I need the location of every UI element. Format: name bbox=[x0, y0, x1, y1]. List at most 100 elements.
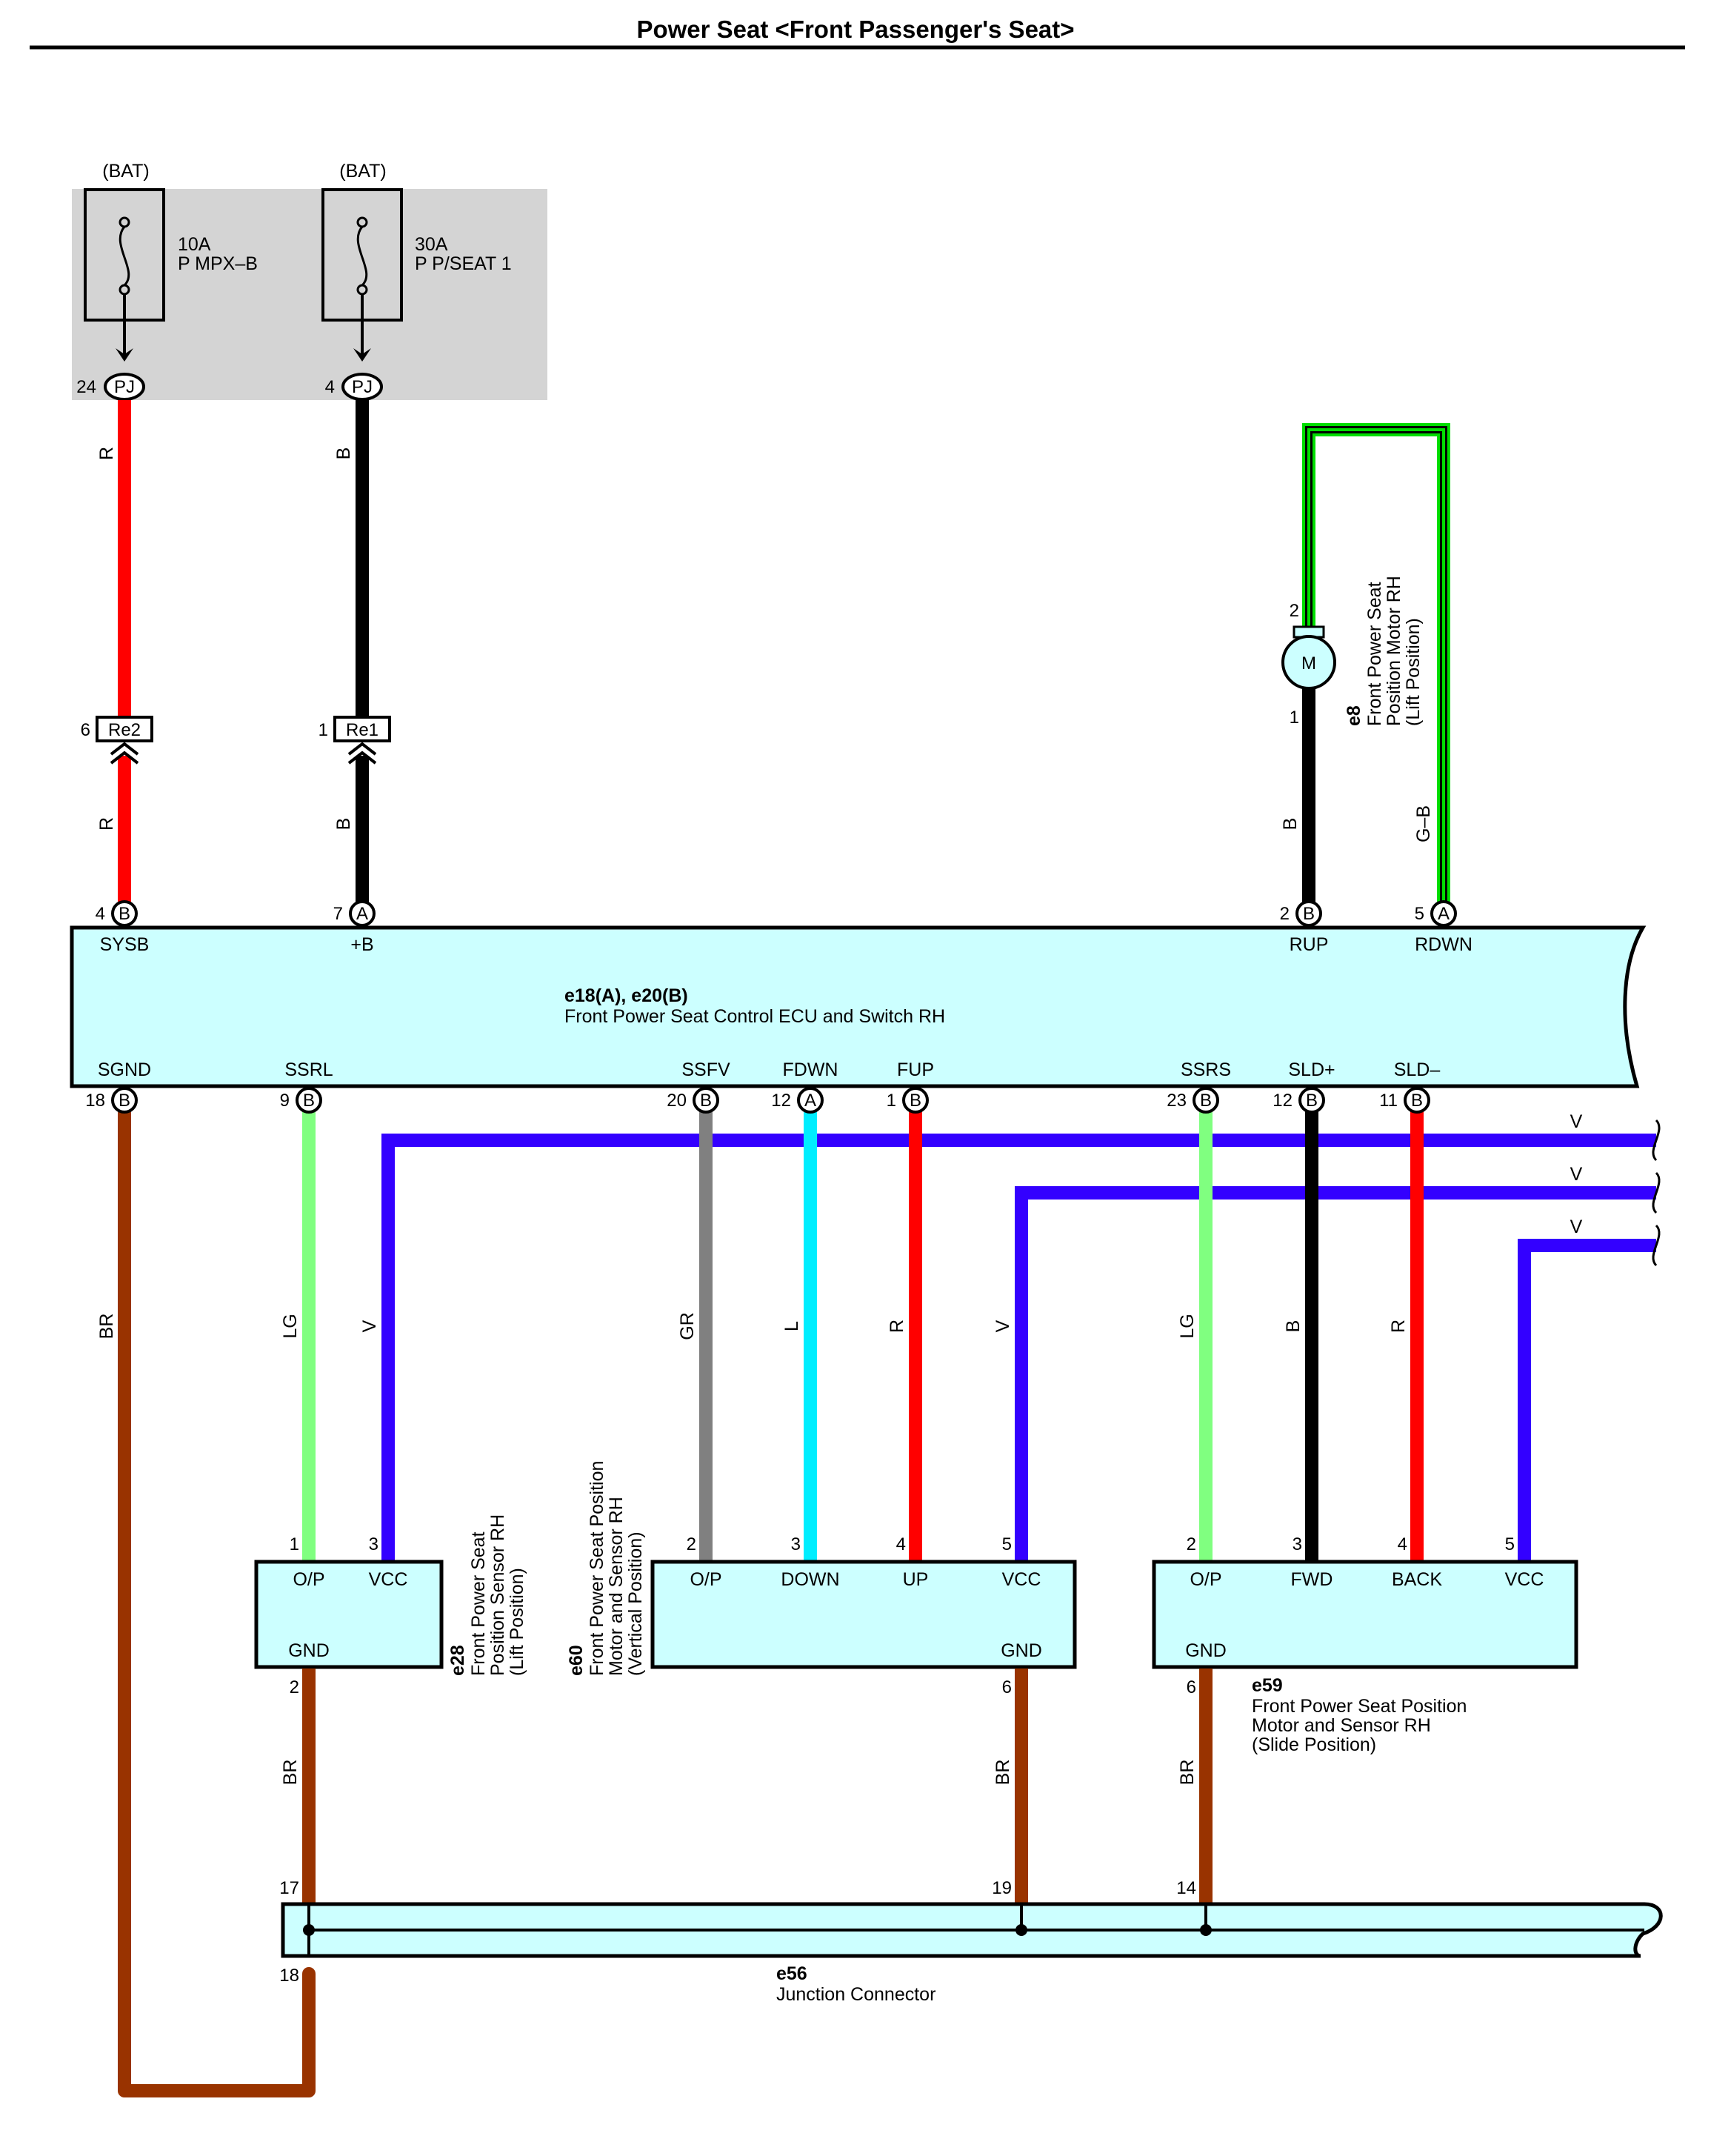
svg-text:B: B bbox=[303, 1091, 315, 1111]
e60-label-up: UP bbox=[903, 1569, 929, 1590]
svg-text:18: 18 bbox=[279, 1966, 299, 1986]
ecu-pin-plus-b: A 7 +B bbox=[333, 900, 376, 955]
svg-text:1: 1 bbox=[290, 1534, 299, 1554]
wire-label-l: L bbox=[781, 1321, 802, 1331]
e59-label-vcc: VCC bbox=[1505, 1569, 1544, 1590]
wire-label-v-e60: V bbox=[993, 1320, 1013, 1332]
wire-label-b-sld: B bbox=[1283, 1320, 1304, 1333]
sensor-e28: 1 3 O/P VCC GND 2 e28 Front Power Seat P… bbox=[254, 1514, 527, 1697]
svg-text:Front Power Seat: Front Power Seat bbox=[468, 1531, 489, 1676]
fuse-box-area bbox=[72, 189, 547, 400]
wire-label-b-2: B bbox=[333, 818, 354, 831]
ecu-pin-rup: B 2 RUP bbox=[1280, 900, 1329, 955]
svg-text:2: 2 bbox=[1187, 1534, 1196, 1554]
wire-label-b-rup: B bbox=[1280, 818, 1301, 831]
motor-sensor-e59: 2 3 4 5 O/P FWD BACK VCC GND 6 e59 Front… bbox=[1152, 1534, 1578, 1755]
svg-text:7: 7 bbox=[333, 904, 343, 924]
wire-v-bus-2 bbox=[1015, 1186, 1656, 1560]
motor-e8-id: e8 bbox=[1344, 705, 1364, 726]
wire-label-lg-ssrs: LG bbox=[1177, 1314, 1198, 1338]
ecu-pin-sgnd: B 18 bbox=[85, 1087, 138, 1114]
ecu-label-plus-b: +B bbox=[350, 934, 373, 955]
motor-sensor-e60: 2 3 4 5 O/P DOWN UP VCC GND 6 e60 Front … bbox=[566, 1461, 1077, 1697]
ecu-body bbox=[70, 925, 1647, 1088]
svg-text:B: B bbox=[1306, 1091, 1318, 1111]
fuse-2-source: (BAT) bbox=[339, 161, 386, 182]
ecu-pin-sld-minus: B 11 bbox=[1379, 1087, 1430, 1114]
e60-label-gnd: GND bbox=[1001, 1640, 1042, 1661]
wire-label-r-1: R bbox=[96, 447, 117, 460]
svg-text:9: 9 bbox=[280, 1091, 290, 1111]
wire-label-br-e28: BR bbox=[280, 1760, 301, 1786]
motor-e8-pin-top: 2 bbox=[1290, 601, 1299, 621]
fuse-1-source: (BAT) bbox=[102, 161, 149, 182]
ecu-label-rup: RUP bbox=[1290, 934, 1329, 955]
wire-label-v-bus-1: V bbox=[1570, 1111, 1583, 1132]
ecu-label-ssrs: SSRS bbox=[1181, 1059, 1231, 1080]
ecu-label-sysb: SYSB bbox=[100, 934, 150, 955]
svg-text:1: 1 bbox=[887, 1091, 896, 1111]
svg-text:B: B bbox=[1411, 1091, 1423, 1111]
e59-id: e59 bbox=[1252, 1675, 1283, 1696]
e56-name: Junction Connector bbox=[776, 1984, 935, 2005]
ecu-label-sld-plus: SLD+ bbox=[1288, 1059, 1335, 1080]
e28-label-gnd: GND bbox=[288, 1640, 330, 1661]
svg-text:A: A bbox=[1438, 904, 1450, 924]
ecu-pin-ssfv: B 20 bbox=[667, 1087, 719, 1114]
svg-text:Motor and Sensor RH: Motor and Sensor RH bbox=[1252, 1715, 1431, 1736]
ecu-pin-sld-plus: B 12 bbox=[1273, 1087, 1325, 1114]
fuse-2-rating: 30A bbox=[415, 234, 448, 255]
ecu-id: e18(A), e20(B) bbox=[564, 985, 688, 1006]
e28-label-vcc: VCC bbox=[369, 1569, 408, 1590]
wire-break-marks bbox=[1652, 1119, 1661, 1267]
svg-text:Motor and Sensor RH: Motor and Sensor RH bbox=[606, 1497, 627, 1676]
svg-text:4: 4 bbox=[1398, 1534, 1407, 1554]
e28-id: e28 bbox=[447, 1645, 468, 1676]
wire-label-br-e60: BR bbox=[993, 1760, 1013, 1786]
svg-text:11: 11 bbox=[1379, 1091, 1398, 1111]
motor-e8-name-2: Position Motor RH bbox=[1384, 576, 1404, 726]
fuse-2-connector: PJ bbox=[352, 377, 373, 397]
ecu-label-rdwn: RDWN bbox=[1415, 934, 1472, 955]
e56-id: e56 bbox=[776, 1963, 807, 1984]
wire-label-br-sgnd: BR bbox=[96, 1314, 117, 1340]
fuse-1-rating: 10A bbox=[178, 234, 211, 255]
fuse-1-pin: 24 bbox=[76, 377, 96, 397]
svg-text:B: B bbox=[700, 1091, 712, 1111]
ecu-label-fdwn: FDWN bbox=[783, 1059, 838, 1080]
ecu-pin-sysb: B 4 SYSB bbox=[96, 900, 150, 955]
motor-e8-name-3: (Lift Position) bbox=[1403, 618, 1424, 726]
svg-text:2: 2 bbox=[1280, 904, 1290, 924]
svg-text:3: 3 bbox=[791, 1534, 801, 1554]
fuse-p-pseat-1: (BAT) 30A P P/SEAT 1 PJ 4 bbox=[321, 161, 512, 401]
svg-text:(Vertical Position): (Vertical Position) bbox=[625, 1531, 646, 1676]
fuse-p-mpx-b: (BAT) 10A P MPX–B PJ 24 bbox=[76, 161, 258, 401]
ecu-label-sgnd: SGND bbox=[98, 1059, 151, 1080]
svg-text:12: 12 bbox=[1273, 1091, 1293, 1111]
e60-id: e60 bbox=[566, 1645, 587, 1676]
ecu-label-ssrl: SSRL bbox=[284, 1059, 333, 1080]
ecu-label-fup: FUP bbox=[897, 1059, 934, 1080]
ecu-name: Front Power Seat Control ECU and Switch … bbox=[564, 1006, 945, 1027]
svg-text:3: 3 bbox=[369, 1534, 378, 1554]
ecu-pin-ssrl: B 9 bbox=[280, 1087, 322, 1114]
e59-label-back: BACK bbox=[1392, 1569, 1442, 1590]
motor-e8-pin-bottom: 1 bbox=[1290, 708, 1299, 728]
e59-label-op: O/P bbox=[1190, 1569, 1221, 1590]
svg-text:18: 18 bbox=[85, 1091, 105, 1111]
fuse-1-name: P MPX–B bbox=[178, 253, 258, 274]
ecu-pin-fdwn: A 12 bbox=[771, 1087, 824, 1114]
ecu-label-ssfv: SSFV bbox=[681, 1059, 730, 1080]
ecu-label-sld-minus: SLD– bbox=[1394, 1059, 1441, 1080]
e59-label-fwd: FWD bbox=[1291, 1569, 1333, 1590]
relay-connector-re1: Re1 1 bbox=[318, 716, 391, 765]
wire-label-gr: GR bbox=[677, 1312, 698, 1340]
page-title: Power Seat <Front Passenger's Seat> bbox=[636, 16, 1074, 43]
svg-text:20: 20 bbox=[667, 1091, 687, 1111]
ecu-pin-fup: B 1 bbox=[887, 1087, 929, 1114]
svg-text:5: 5 bbox=[1505, 1534, 1515, 1554]
relay-re2-name: Re2 bbox=[108, 720, 141, 740]
svg-text:Front Power Seat Position: Front Power Seat Position bbox=[587, 1461, 607, 1676]
svg-text:(Lift Position): (Lift Position) bbox=[507, 1568, 527, 1676]
motor-e8: M 2 1 B G–B e8 Front Power Seat Position… bbox=[1280, 423, 1450, 902]
